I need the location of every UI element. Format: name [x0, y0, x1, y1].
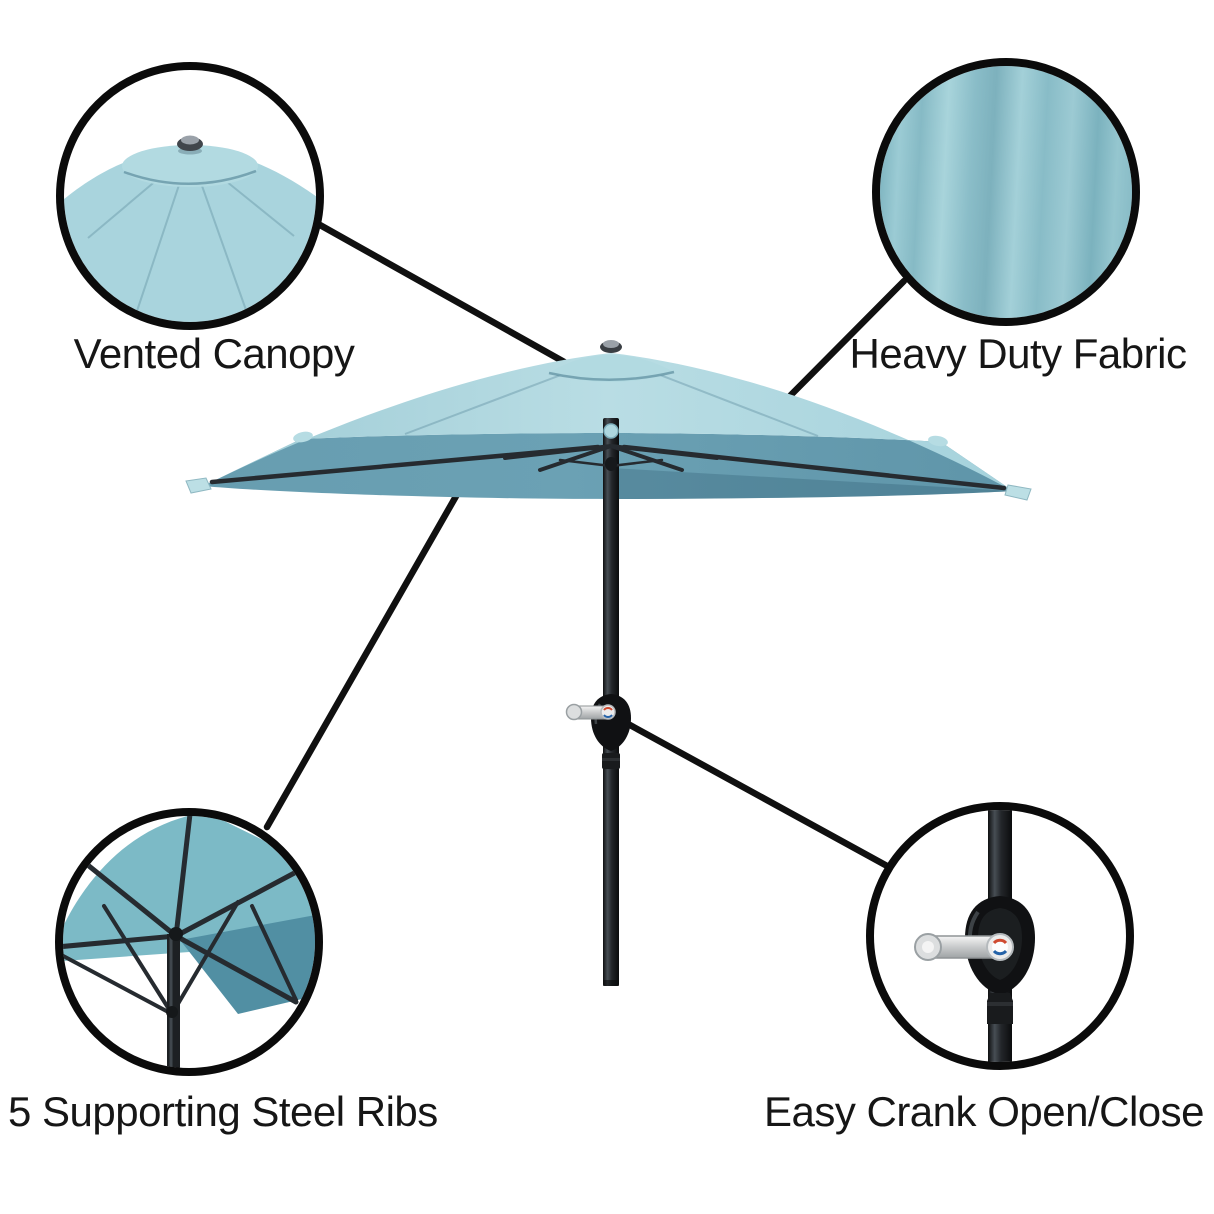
callout-label-easy-crank: Easy Crank Open/Close	[763, 1088, 1205, 1135]
zoom-circle-vented-canopy	[56, 62, 324, 330]
zoom-circle-easy-crank	[866, 802, 1134, 1070]
vent-detail-cap	[122, 145, 258, 187]
crank-detail-logo-red-arc	[992, 938, 1008, 945]
ribs-detail-pole	[167, 934, 180, 1068]
callout-label-steel-ribs: 5 Supporting Steel Ribs	[8, 1088, 438, 1135]
rib-hub-ball	[603, 423, 619, 439]
zoom-circle-ring	[866, 802, 1134, 1070]
umbrella-illustration	[185, 340, 1032, 986]
canopy-vent-flap	[549, 355, 674, 382]
crank-handle-knob	[565, 703, 583, 721]
crank-logo-blue-arc	[603, 714, 613, 718]
crank-assembly	[565, 694, 631, 769]
leader-lines	[263, 221, 908, 871]
left-tip-cap	[185, 477, 212, 494]
crank-detail-knob-center	[922, 941, 934, 953]
callout-label-heavy-duty-fabric: Heavy Duty Fabric	[849, 330, 1187, 377]
crank-detail-collar	[987, 993, 1013, 1024]
vent-detail-finial-top	[181, 135, 199, 145]
leader-line-vented-canopy	[316, 221, 570, 367]
leader-line-easy-crank	[615, 715, 893, 871]
zoom-circle-heavy-duty-fabric	[872, 58, 1140, 326]
leader-line-heavy-duty-fabric	[775, 277, 908, 411]
crank-logo-red-arc	[603, 707, 613, 711]
rib-runner-knot	[605, 457, 617, 471]
crank-collar-band	[602, 758, 620, 761]
right-tip-cap	[1004, 484, 1032, 501]
right-rib-pocket	[928, 435, 948, 447]
vent-edge-line	[548, 370, 675, 381]
leader-line-steel-ribs	[263, 473, 471, 831]
zoom-circle-ring	[56, 62, 324, 330]
left-rib-pocket	[293, 431, 313, 443]
crank-detail-collar-band	[987, 1002, 1013, 1006]
finial-top	[603, 340, 619, 348]
vent-detail-edge	[123, 169, 257, 185]
ribs-detail-ribs	[63, 816, 303, 1016]
ribs-detail-hub	[169, 927, 183, 941]
zoom-circle-steel-ribs	[55, 808, 323, 1076]
umbrella-ribs	[209, 444, 1007, 491]
vent-detail-dome	[64, 149, 316, 322]
pole-bottom-cap	[603, 980, 619, 986]
ribs-detail-runner	[166, 1006, 178, 1018]
fabric-detail-swatch	[880, 66, 1132, 318]
ribs-detail-pole-highlight	[169, 934, 173, 1068]
crank-detail-logo-blue-arc	[992, 949, 1008, 956]
zoom-circle-ring	[872, 58, 1140, 326]
zoom-circle-ring	[55, 808, 323, 1076]
canopy-under-shadow-wedge	[611, 468, 1013, 499]
callout-label-vented-canopy: Vented Canopy	[73, 330, 355, 377]
